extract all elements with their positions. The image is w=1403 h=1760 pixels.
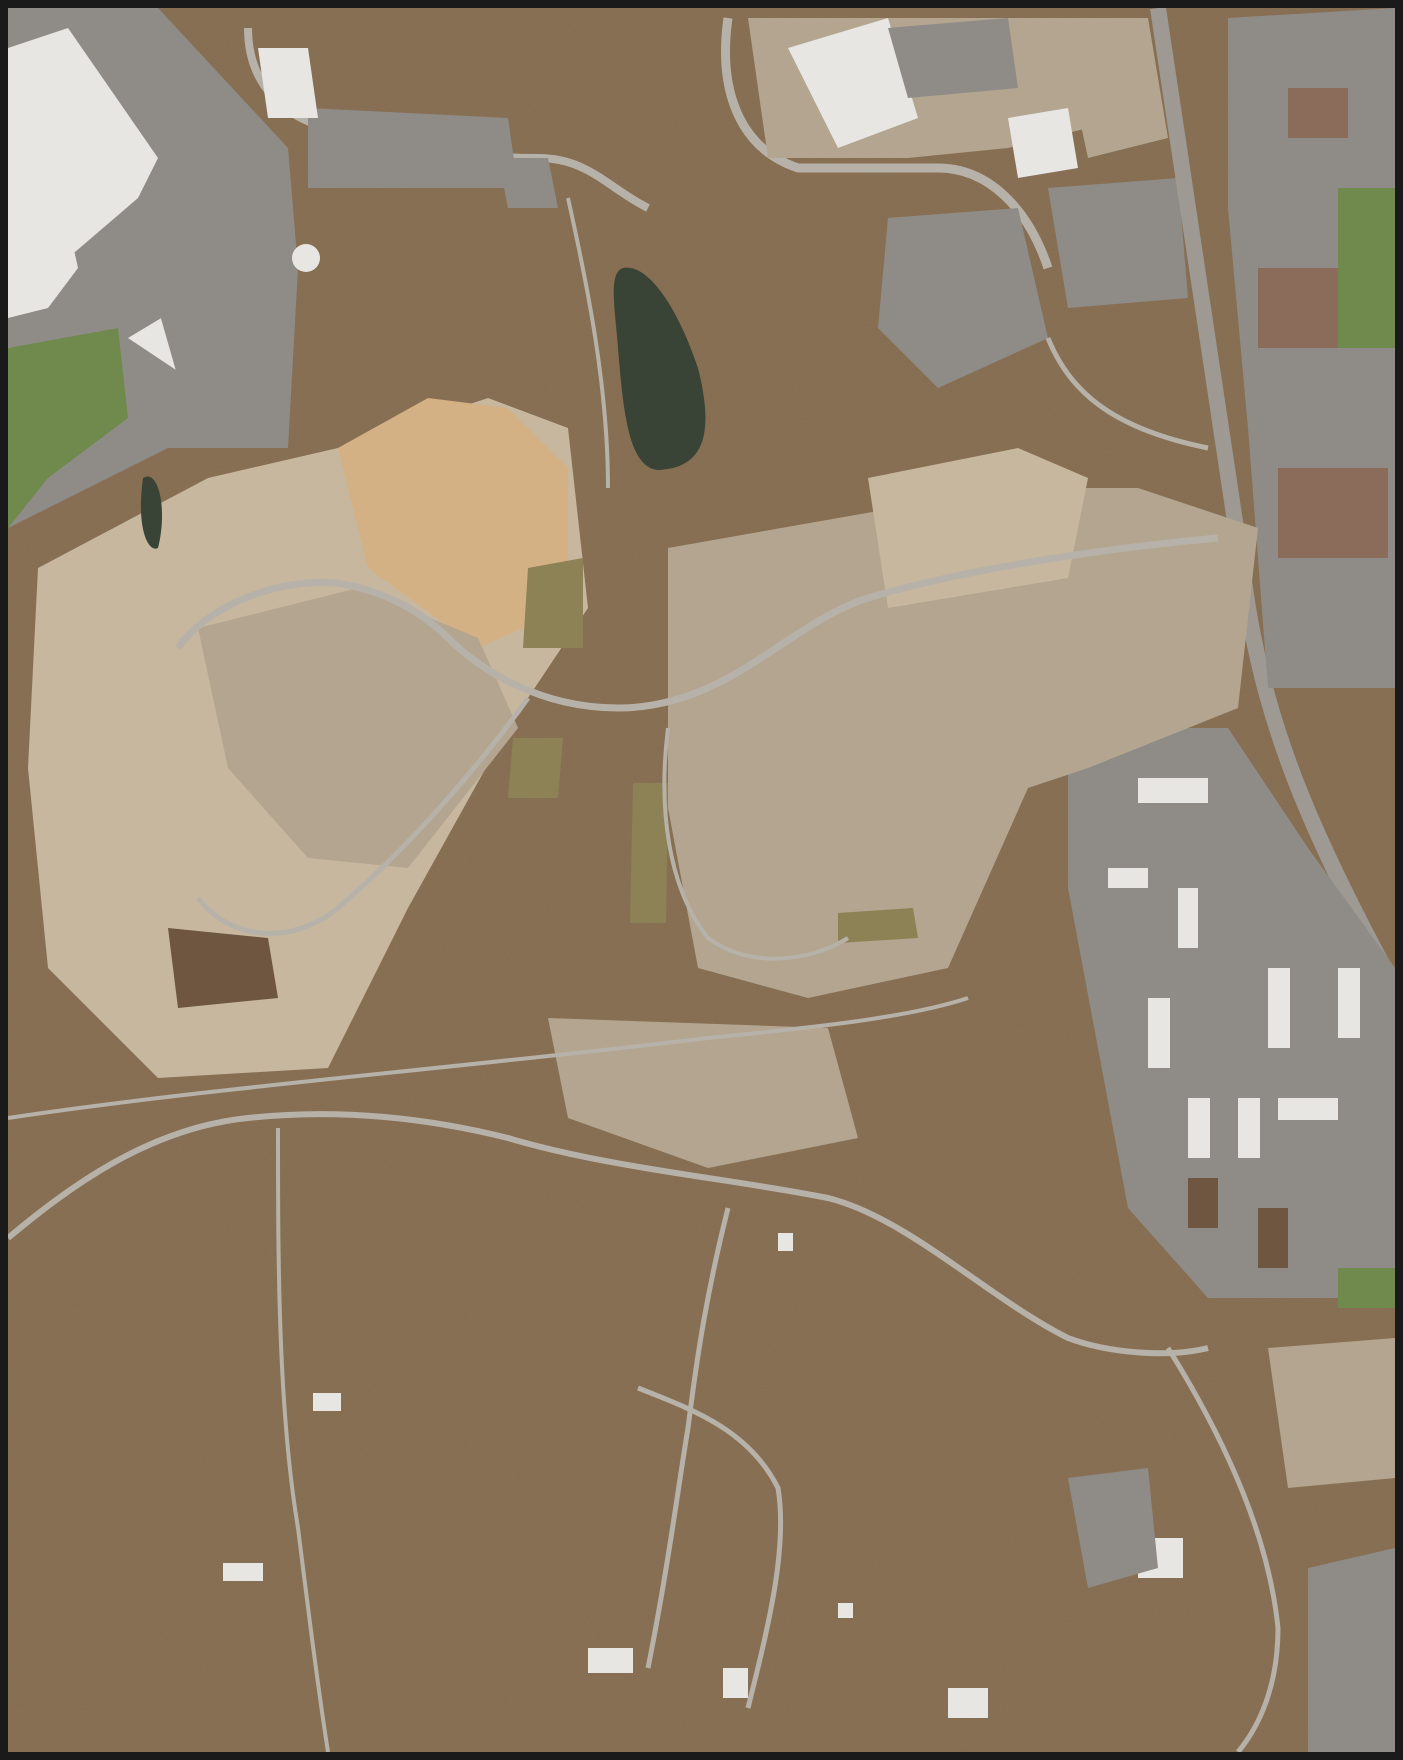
road-quarry-haul — [196, 696, 531, 936]
pond-center — [630, 783, 668, 923]
road-south-branch — [645, 1207, 731, 1669]
grassy-field-center — [198, 588, 518, 868]
road-southeast-curve — [1165, 1346, 1281, 1752]
road-west-spur — [276, 1127, 330, 1752]
road-south-loop — [637, 1385, 784, 1709]
road-rail-corridor — [8, 996, 969, 1120]
pond-north — [613, 267, 706, 470]
disturbed-area-northeast — [868, 448, 1088, 608]
water-tower — [292, 244, 320, 272]
road-main-diagonal — [175, 534, 1219, 712]
road-north-connector — [566, 197, 610, 489]
road-industrial-spur — [1045, 337, 1209, 451]
pond-far-west — [140, 476, 163, 549]
pond-east — [838, 908, 918, 943]
buildings-south — [223, 1233, 1395, 1752]
road-network — [8, 197, 1281, 1752]
dark-fill-area — [168, 928, 278, 1008]
cleared-field-east — [668, 488, 1258, 998]
pond-west — [508, 738, 563, 798]
road-field-track — [662, 727, 850, 961]
sand-pit — [338, 398, 568, 648]
commercial-area-northeast — [721, 17, 1188, 388]
aerial-map[interactable] — [8, 8, 1395, 1752]
pond-northwest — [523, 558, 583, 648]
office-cluster-north — [244, 27, 650, 212]
cleared-field-lower — [548, 1018, 858, 1168]
road-east-west-long — [8, 1111, 1209, 1357]
industrial-complex-northwest — [8, 8, 320, 528]
residential-east — [1068, 8, 1395, 1308]
